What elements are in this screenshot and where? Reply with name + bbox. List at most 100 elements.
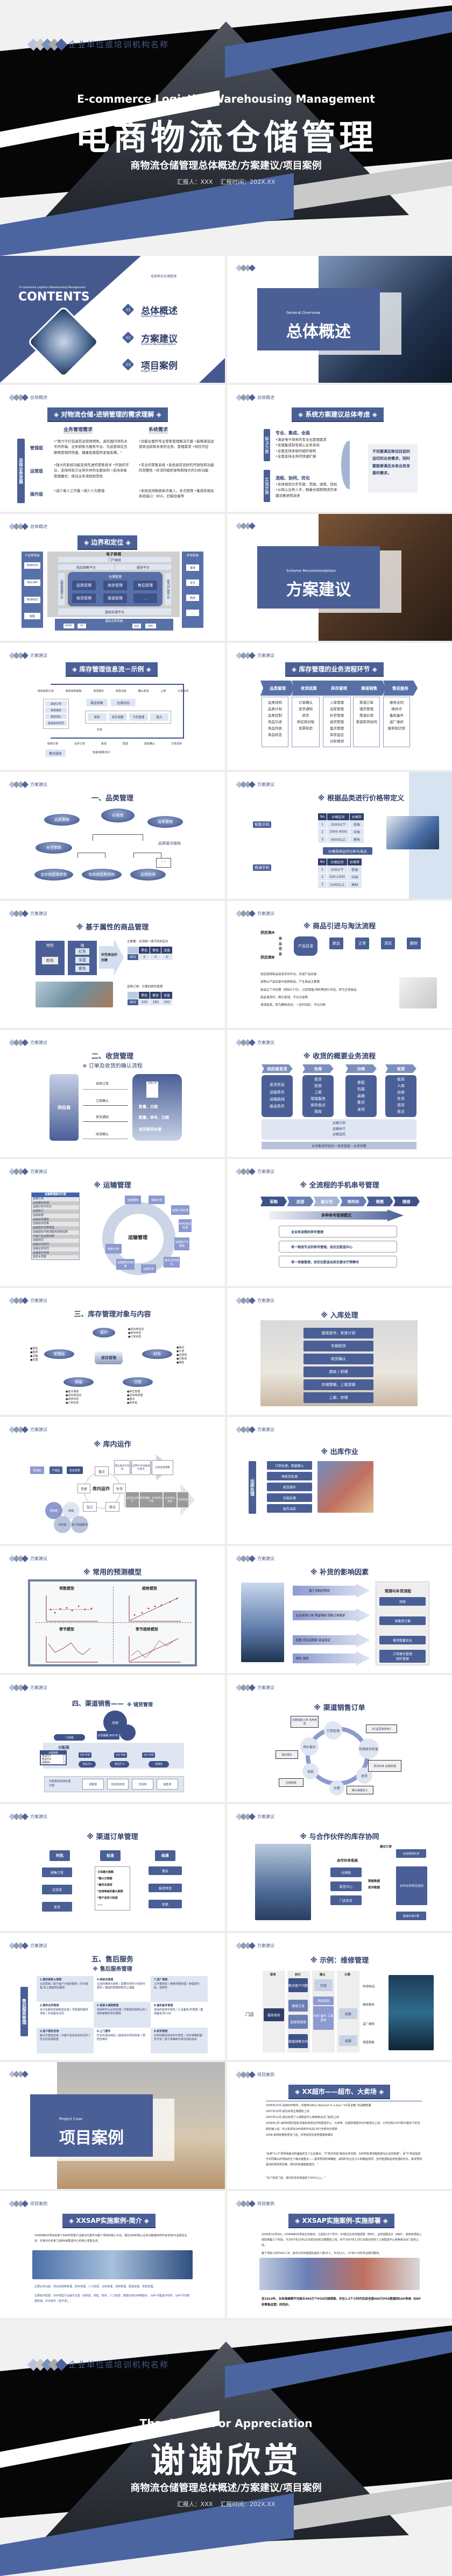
diamonds-icon [9,394,29,401]
ring-node: 可用库存检查 [358,1738,379,1759]
ext-item: 支付 [186,579,199,586]
node-ellipse: 管理层 [44,1349,74,1359]
chain-step: 地市办 [340,1197,367,1206]
stage-chevron: 分库 [345,1064,377,1073]
header-label: 方案建议 [30,1556,47,1561]
cycle-center: 运输管理 [128,1235,148,1241]
ring-node: 移仓 [105,1502,119,1512]
list-item: 盘点管理 [330,726,344,731]
header-label: 总体概述 [30,395,47,400]
step-box: 预拣货处理 [267,1472,312,1480]
item-zh: 总体概述 [141,306,178,317]
ring-node: 运输成本 [141,1264,156,1273]
flow-box: 送修受理单 [288,2015,308,2029]
ring-node: 运输执行与跟踪 [174,1237,189,1250]
collab-center: 合作伙伴库存协同 [396,1866,427,1905]
col-head-biz: 业务管理需求 [63,426,93,433]
side-label: 出库处理 [249,1461,256,1514]
slide-header: 方案建议 [9,1555,47,1562]
plane-photo [241,1583,284,1662]
stage-col: 发货信息运输条件运输路线装运条件 [262,1075,293,1117]
node-items: ●盘点●计费●应收单●付款单●帐龄 [176,1346,187,1365]
flow-label: 采购订单 [96,1082,109,1086]
section-case-slide: Project Case 项目案例 [0,2062,225,2189]
header-label: 方案建议 [30,653,47,658]
node-ellipse: 仓管 [123,1377,153,1387]
list-item: 运输执行 [332,1127,345,1131]
list-item: •全面支持多级的组织架构 [276,448,316,453]
list-item: 2007年12月-成功实现了三家配送中心和两家试点门店的上线 [266,2116,339,2119]
flow-box: 完成 [314,1979,333,1991]
solution-label: 解决方案 [264,429,270,461]
mid-box: 仓储动态 [111,699,136,706]
slide-title: ※ 示例：维修管理 [310,1957,369,1965]
diamonds-icon [27,2358,68,2371]
diamonds-icon [27,38,68,51]
op-box: 库存调整 [108,713,127,721]
flow-step: 需求数量优化 [379,1636,426,1644]
partner-slide: 方案建议 ※ 与合作伙伴的库存协同 合作伙伴系统 分销商 配送中心 门店库存 销… [227,1804,452,1931]
list-item: 分析预测 [330,739,344,744]
row-label: 热线电话 [363,1985,375,1988]
section-card: Scheme Recommendation 方案建议 [257,546,380,609]
it-item: NGCRM [24,579,40,586]
warehouse-area: 仓储管理 品类管理 库存管理 售后管理 收货管理 渠道管理 … [68,572,163,606]
section-overview-slide: General Overview 总体概述 [227,256,452,383]
node-ellipse: 竞争策略 [147,816,183,828]
list-item: 铺货管理 [359,707,373,712]
slide-banner: ◈ 库存管理信息流－示例 ◈ [66,662,158,677]
diamonds-icon [236,1297,256,1304]
col-head: 结果 [155,1850,175,1861]
slide-header: 总体概述 [9,394,47,401]
header-label: 总体概述 [257,395,274,400]
list-item: 清货结束，转为删除状态；一定时间后，可以归档 [260,1004,326,1007]
slide-title: 二、收货管理 [91,1053,133,1061]
note-card: 不但要满足移动目前的迫切的业务需求，同时要能够满足未来业务发展的需求。 [368,444,418,492]
list-item: …… [97,1903,103,1906]
list-item: ●应收单 [176,1354,187,1357]
step-box: 补货/移仓操作 [164,1492,176,1507]
chain-step: 采购 [260,1197,287,1206]
slide-header: 方案建议 [9,652,47,659]
flow-label: 发货通知 [96,1115,109,1119]
footer-text: 至2010年，业务高峰期平均每天400万个POS扫描销售，并在1-2个小时内完成… [262,2298,421,2307]
vertical-label: 商品信息 [279,937,282,956]
rule-head: 分配规则 [48,1752,58,1755]
service-cell: 4.维修点管理主动的维修点更新 / 需要对附件计划的可视性 / 基础的数据获取向… [94,1976,151,2002]
col-head-sys: 系统需求 [149,426,168,433]
org-name: 企业单位或培训机构名称 [68,40,170,49]
transport-slide: 方案建议 ※ 运输管理 运输管理解决方案 运输计划运输路线管理运输计划与优化运输… [0,1159,225,1286]
biz-text: •强大的系统功能支持先进的零售技术 •开放的平台，支持同各方业务伙伴的全面协同 … [54,463,129,478]
op-box: 子库管理 [129,713,148,721]
ring-node: WMS拣运处理 [179,1219,192,1232]
receive-slide: 方案建议 二、收货管理 ※ 订单及收货的确认流程 供应商 采购订单 数量，日期 … [0,1030,225,1157]
flow-step-label: 例外管理 [396,1657,409,1661]
slide-title: ※ 渠道订单管理 [87,1833,138,1841]
rule-value: 1 [63,1758,65,1761]
list-item: 品类计划 [268,707,282,712]
slide-header: 方案建议 [9,1297,47,1304]
org-name: 企业单位或培训机构名称 [68,2360,170,2370]
list-item: 运输招标与物流服务费用成算 [32,1230,79,1235]
right-line [183,684,184,738]
boundary-slide: 总体概述 ◈ 边界和定位 ◈ IT支撑系统 NGBOSS NGCRM NGBAS… [0,514,225,641]
list-item: 运输路线管理 [32,1201,79,1206]
list-item: ●订单状态 [66,1401,79,1405]
step-box: 收货确认 [303,1354,373,1364]
node-ellipse: 客服 [63,1377,94,1387]
list-item: 运输协同 [32,1239,79,1243]
list-item: *最大欠款额 [97,1877,112,1880]
arrow-line [83,1121,128,1122]
list-item: 商品清货时，降价促销，不允许采购 [260,996,308,999]
list-item: ●计费 [176,1350,185,1353]
stage-col: 收货验收上架增值服务库存盘点倒库 [302,1075,334,1117]
slide-subtitle: ※ 铺货管理 [127,1702,153,1708]
cell-body: 将保修作为业务管理 / 可配置的保修业务 / 保修索赔的实时跟踪 [97,2008,147,2016]
header-label: 方案建议 [30,1814,47,1819]
chain-step: 总部 [287,1197,314,1206]
diamonds-icon [236,264,256,271]
list-item: 运输执行 [32,1210,79,1214]
row-label: 增值销售 [363,2041,375,2044]
list-item: 包装 [357,1087,365,1092]
step-box: 存储策略，上架逻辑 [303,1379,373,1390]
